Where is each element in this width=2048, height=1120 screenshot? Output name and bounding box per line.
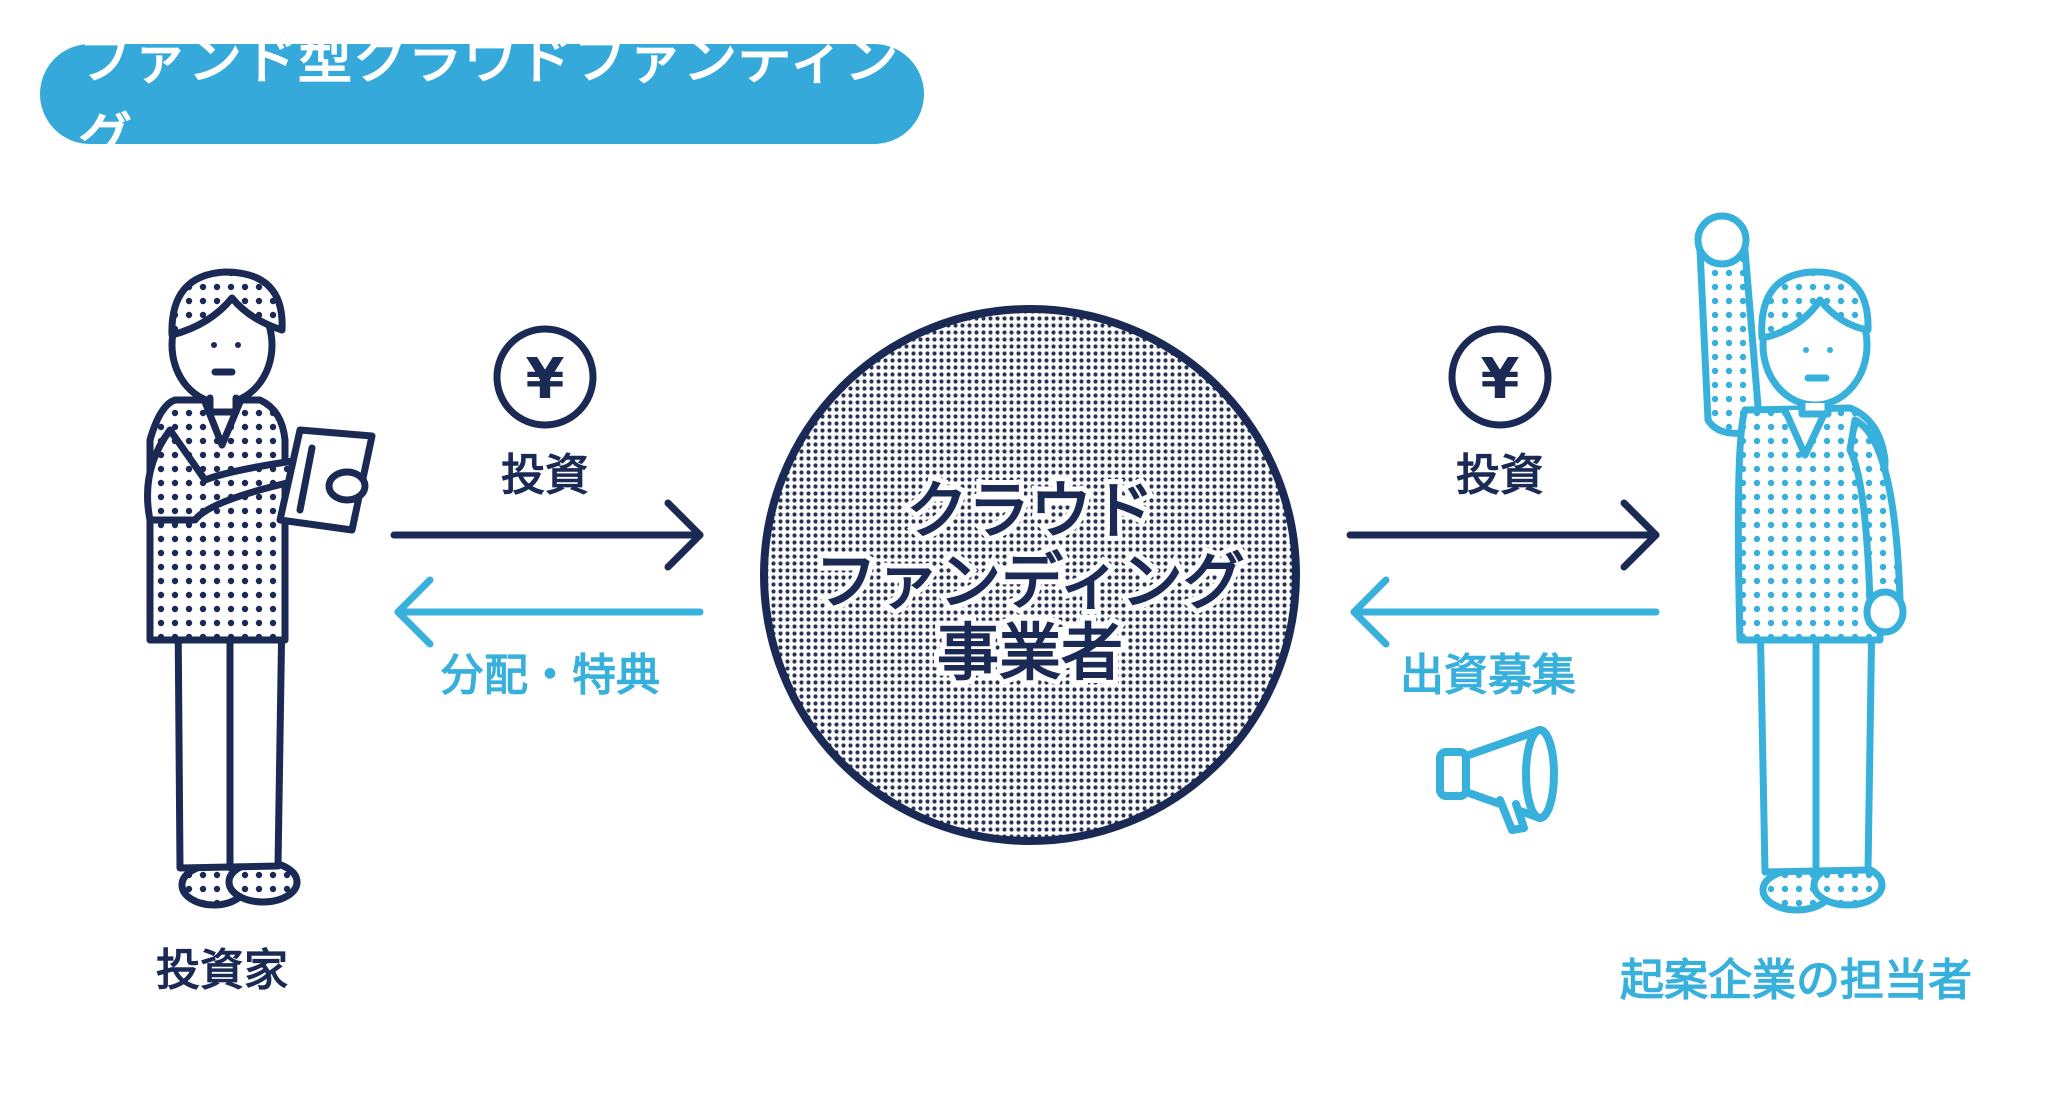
entrepreneur-label: 起案企業の担当者 (1620, 955, 1972, 1006)
center-label-line2: ファンディング (815, 545, 1245, 618)
page-title: ファンド型クラウドファンディング (78, 28, 900, 170)
investor-person-icon (144, 268, 376, 909)
svg-text:¥: ¥ (526, 347, 565, 412)
investor-label: 投資家 (156, 945, 288, 996)
left-return-label: 分配・特典 (440, 650, 660, 701)
entrepreneur-person-icon (1694, 212, 1907, 914)
title-banner: ファンド型クラウドファンディング (40, 28, 924, 170)
yen-coin-icon: ¥ (1448, 325, 1552, 429)
left-invest-label: 投資 (501, 450, 589, 501)
platform-circle (760, 305, 1300, 845)
arrow-recruit-right (1350, 576, 1660, 648)
right-recruit-label: 出資募集 (1400, 650, 1576, 701)
right-invest-label: 投資 (1456, 450, 1544, 501)
arrow-invest-right (1346, 499, 1660, 571)
svg-text:¥: ¥ (1481, 347, 1520, 412)
center-label-line3: 事業者 (937, 616, 1123, 689)
arrow-invest-left (390, 499, 704, 571)
megaphone-icon (1436, 726, 1558, 834)
yen-coin-icon: ¥ (493, 325, 597, 429)
center-label-line1: クラウド (906, 474, 1154, 547)
arrow-return-left (394, 576, 704, 648)
